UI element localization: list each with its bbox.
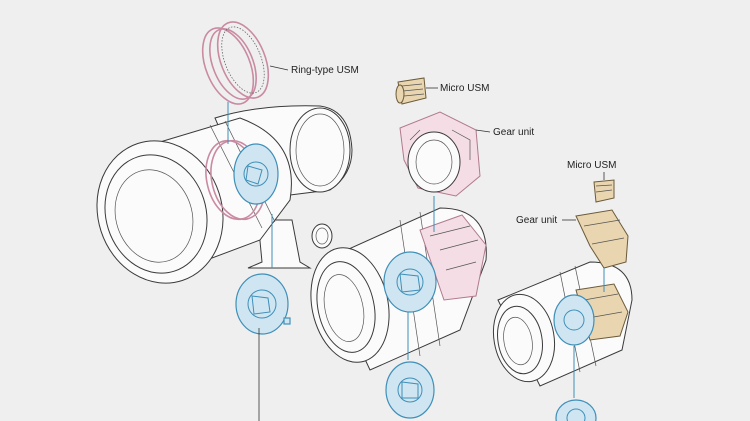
micro-usm-exploded-right xyxy=(593,179,615,203)
ring-usm-exploded xyxy=(201,21,270,105)
right-lens: Micro USM Gear unit xyxy=(492,160,633,421)
gear-unit-exploded-mid xyxy=(399,111,481,197)
micro-usm-exploded-mid xyxy=(395,77,427,105)
middle-lens: Micro USM Gear unit xyxy=(310,77,534,419)
aperture-unit-exploded-left xyxy=(235,273,291,335)
aperture-unit-exploded-right xyxy=(555,399,597,421)
label-gear-unit-1: Gear unit xyxy=(493,127,534,138)
label-gear-unit-2: Gear unit xyxy=(516,215,557,226)
aperture-unit-installed-right xyxy=(553,294,595,346)
label-ring-type-usm: Ring-type USM xyxy=(291,65,359,76)
aperture-unit-exploded-mid xyxy=(385,361,435,419)
label-micro-usm-2: Micro USM xyxy=(567,160,616,171)
left-lens: Ring-type USM xyxy=(96,21,359,421)
aperture-unit-installed-mid xyxy=(383,251,437,313)
gear-unit-exploded-right xyxy=(575,209,629,269)
label-micro-usm-1: Micro USM xyxy=(440,83,489,94)
aperture-unit-installed-left xyxy=(233,143,279,205)
